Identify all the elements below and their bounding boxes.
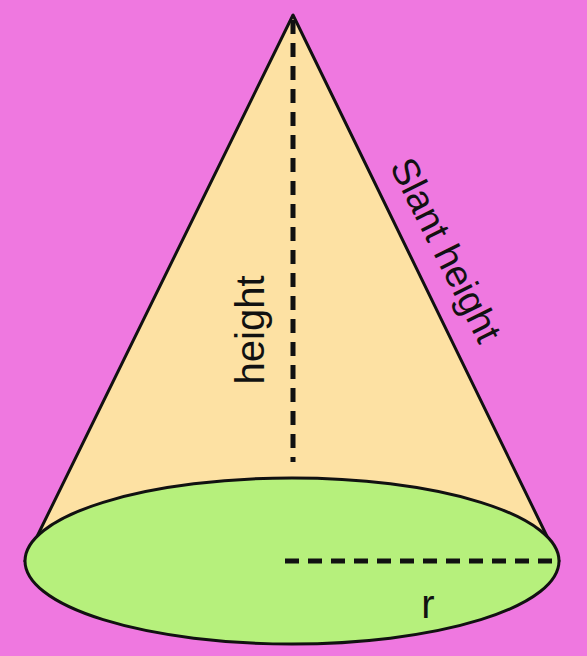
cone-base [25,478,559,644]
radius-label: r [421,584,434,624]
height-label: height [230,276,270,385]
radius-line [285,559,557,564]
height-line [291,20,296,462]
